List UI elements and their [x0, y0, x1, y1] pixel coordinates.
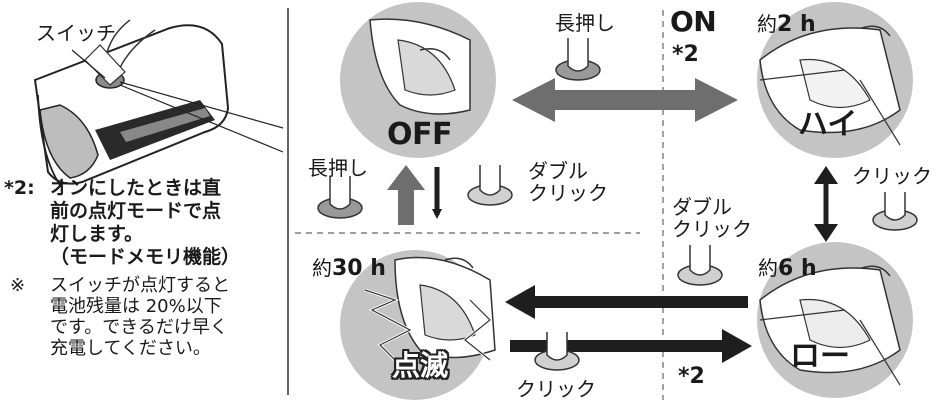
low-mode-label: ロー: [790, 339, 850, 374]
long-press-label-2: 長押し: [308, 156, 368, 180]
double-click-finger-icon: [467, 165, 513, 206]
off-state-circle: [340, 2, 496, 158]
low-to-blink-arrow: [505, 285, 748, 319]
to-off-up-arrow: [387, 165, 425, 225]
footnote-text: オンにしたときは直 前の点灯モードで点 灯します。 （モードメモリ機能）: [50, 177, 241, 268]
click-finger-icon: [872, 192, 918, 231]
long-press-finger-icon: [555, 38, 601, 81]
click-finger-icon-2: [534, 332, 580, 371]
double-click-label: ダブル クリック: [528, 159, 608, 205]
high-duration: 約2 h: [757, 12, 816, 37]
click-label: クリック: [852, 164, 932, 188]
double-click-label-2: ダブル クリック: [672, 195, 752, 241]
blink-duration: 約30 h: [312, 256, 386, 281]
high-mode-label: ハイ: [798, 107, 858, 142]
off-on-toggle-arrow: [512, 78, 738, 122]
approx-prefix: 約: [312, 256, 332, 280]
switch-label: スイッチ: [36, 21, 116, 45]
long-press-label: 長押し: [555, 11, 615, 35]
high-duration-value: 2 h: [777, 12, 816, 37]
blink-mode-label: 点滅: [392, 349, 449, 382]
double-click-finger-icon-2: [677, 245, 723, 286]
on-label: ON: [670, 5, 717, 38]
footnote-marker: *2:: [4, 177, 35, 199]
approx-prefix: 約: [758, 256, 778, 280]
low-duration-value: 6 h: [778, 256, 817, 281]
low-duration: 約6 h: [758, 256, 817, 281]
caution-text: スイッチが点灯すると 電池残量は 20%以下 です。できるだけ早く 充電してくだ…: [50, 275, 230, 359]
blink-duration-value: 30 h: [332, 256, 386, 281]
caution-marker: ※: [10, 275, 26, 296]
blink-mode-circle: [340, 250, 496, 400]
footnote-marker-low: *2: [678, 364, 705, 389]
long-press-finger-icon-2: [317, 176, 363, 219]
footnote-marker-on: *2: [672, 42, 699, 67]
flashlight-illustration: [33, 19, 284, 186]
approx-prefix: 約: [757, 12, 777, 36]
click-label-2: クリック: [516, 377, 596, 401]
high-low-toggle-arrow: [814, 166, 838, 242]
off-label: OFF: [387, 117, 453, 152]
low-mode-circle: [757, 242, 913, 398]
high-mode-circle: [757, 2, 913, 158]
